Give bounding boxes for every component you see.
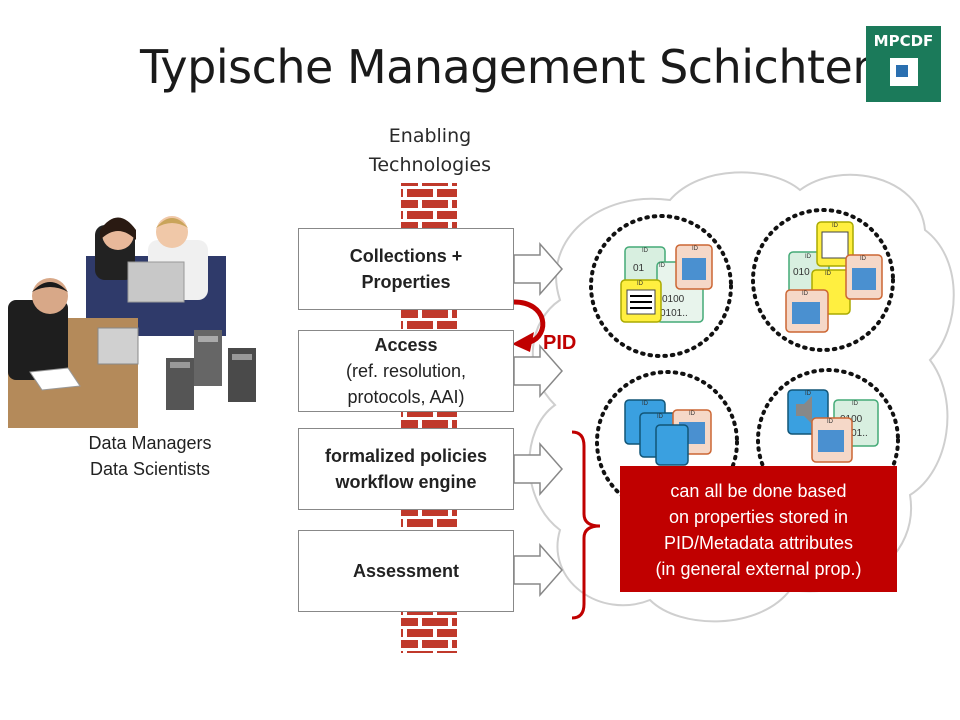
access-title: Access [374,335,438,355]
pid-label: PID [543,332,577,354]
access-line-3: protocols, AAI) [347,387,465,407]
id-tag: ID [659,263,666,269]
id-tag: ID [637,281,644,287]
id-tag: ID [852,401,859,407]
id-tag: ID [825,271,832,277]
collections-properties-box: Collections + Properties [298,228,514,310]
policies-line-2: workflow engine [335,472,477,492]
mpcdf-logo: MPCDF [866,26,941,102]
people-label: Data Managers Data Scientists [40,430,260,482]
svg-text:0100: 0100 [662,294,685,305]
assessment-label: Assessment [352,561,460,581]
policies-workflow-box: formalized policies workflow engine [298,428,514,510]
callout-line-1: can all be done based [670,481,847,501]
id-tag: ID [689,411,696,417]
callout-line-2: on properties stored in [668,507,849,527]
id-tag: ID [802,291,809,297]
id-tag: ID [860,256,867,262]
data-scientists-label: Data Scientists [89,459,211,479]
id-tag: ID [657,414,664,420]
id-tag: ID [642,401,649,407]
callout-box: can all be done based on properties stor… [620,466,897,592]
logo-text: MPCDF [873,32,934,50]
svg-text:01: 01 [633,263,645,274]
enabling-technologies-label: Enabling Technologies [355,122,505,180]
id-tag: ID [692,246,699,252]
callout-line-4: (in general external prop.) [655,559,862,579]
callout-line-3: PID/Metadata attributes [663,533,854,553]
people-illustration [8,216,226,428]
id-tag: ID [805,254,812,260]
id-tag: ID [832,223,839,229]
collections-line-2: Properties [361,272,451,292]
access-box: Access (ref. resolution, protocols, AAI) [298,330,514,412]
enabling-line-1: Enabling [388,125,472,147]
svg-text:0101..: 0101.. [840,428,868,439]
id-tag: ID [805,391,812,397]
id-tag: ID [827,419,834,425]
svg-text:0101..: 0101.. [660,308,688,319]
data-objects: 01 0100 0101.. 010 0100 0101.. ID [620,221,883,466]
policies-line-1: formalized policies [324,446,488,466]
pid-curved-arrow [512,299,546,352]
collections-line-1: Collections + [349,246,463,266]
logo-square-icon [890,58,918,86]
id-tag: ID [642,248,649,254]
svg-text:010: 010 [793,267,810,278]
server-icons [166,330,256,410]
layer-arrows [513,242,563,597]
red-bracket [571,430,601,620]
access-line-2: (ref. resolution, [345,361,467,381]
assessment-box: Assessment [298,530,514,612]
data-managers-label: Data Managers [88,433,212,453]
page-title: Typische Management Schichten [140,40,881,94]
enabling-line-2: Technologies [368,154,492,176]
